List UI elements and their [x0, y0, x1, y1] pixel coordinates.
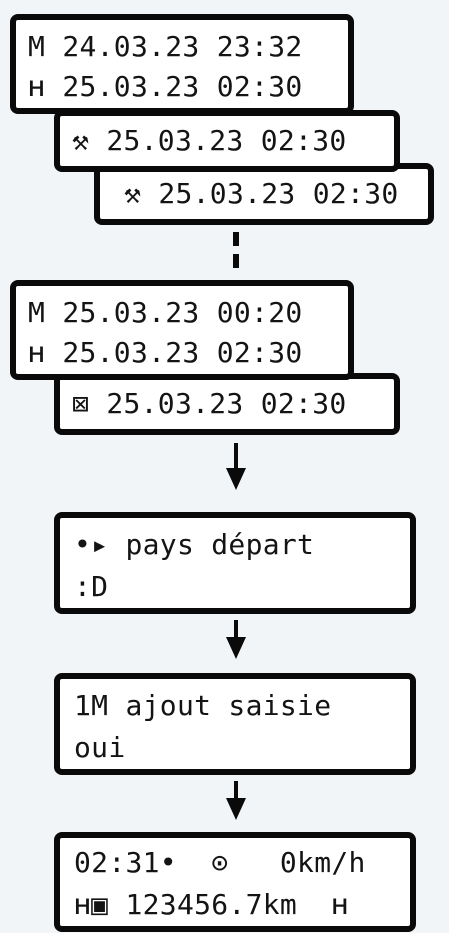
display-line-confirm-prompt: 1M ajout saisie [74, 689, 332, 722]
display-box-card-withdrawal-3: ⚒ 25.03.23 02:30 [94, 163, 434, 225]
display-box-card-withdrawal-2: ⚒ 25.03.23 02:30 [54, 110, 400, 172]
display-line-rest-time-2: ⚒ 25.03.23 02:30 [124, 177, 399, 210]
flow-arrow-shaft [234, 443, 238, 471]
dashed-connector-segment [233, 254, 239, 268]
flow-arrow-down-icon [226, 637, 246, 659]
display-line-last-withdrawal: M 25.03.23 00:20 [28, 296, 303, 329]
display-line-unknown-period: ⊠ 25.03.23 02:30 [72, 387, 347, 420]
display-line-time-speed: 02:31• ⊙ 0km/h [74, 846, 366, 879]
flow-arrow-shaft [234, 781, 238, 801]
display-line-current-insertion: ʜ 25.03.23 02:30 [28, 336, 303, 369]
display-line-country-prompt: •▸ pays départ [74, 528, 315, 561]
display-box-card-withdrawal-1: M 24.03.23 23:32 ʜ 25.03.23 02:30 [10, 14, 354, 114]
display-box-last-withdrawal: M 25.03.23 00:20 ʜ 25.03.23 02:30 [10, 280, 354, 380]
flow-arrow-down-icon [226, 798, 246, 820]
display-line-card-insertion: ʜ 25.03.23 02:30 [28, 70, 303, 103]
display-line-country-value: :D [74, 570, 109, 603]
display-line-card-withdrawal: M 24.03.23 23:32 [28, 30, 303, 63]
display-box-country-start: •▸ pays départ :D [54, 512, 416, 614]
dashed-connector-segment [233, 232, 239, 246]
flow-arrow-shaft [234, 620, 238, 640]
flow-arrow-down-icon [226, 468, 246, 490]
display-box-standard-view: 02:31• ⊙ 0km/h ʜ▣ 123456.7km ʜ [54, 832, 416, 932]
display-line-rest-time-1: ⚒ 25.03.23 02:30 [72, 124, 347, 157]
display-box-manual-entry-confirm: 1M ajout saisie oui [54, 673, 416, 775]
display-line-odometer: ʜ▣ 123456.7km ʜ [74, 888, 349, 921]
display-line-confirm-value: oui [74, 731, 126, 764]
display-box-unknown-period: ⊠ 25.03.23 02:30 [54, 373, 400, 435]
